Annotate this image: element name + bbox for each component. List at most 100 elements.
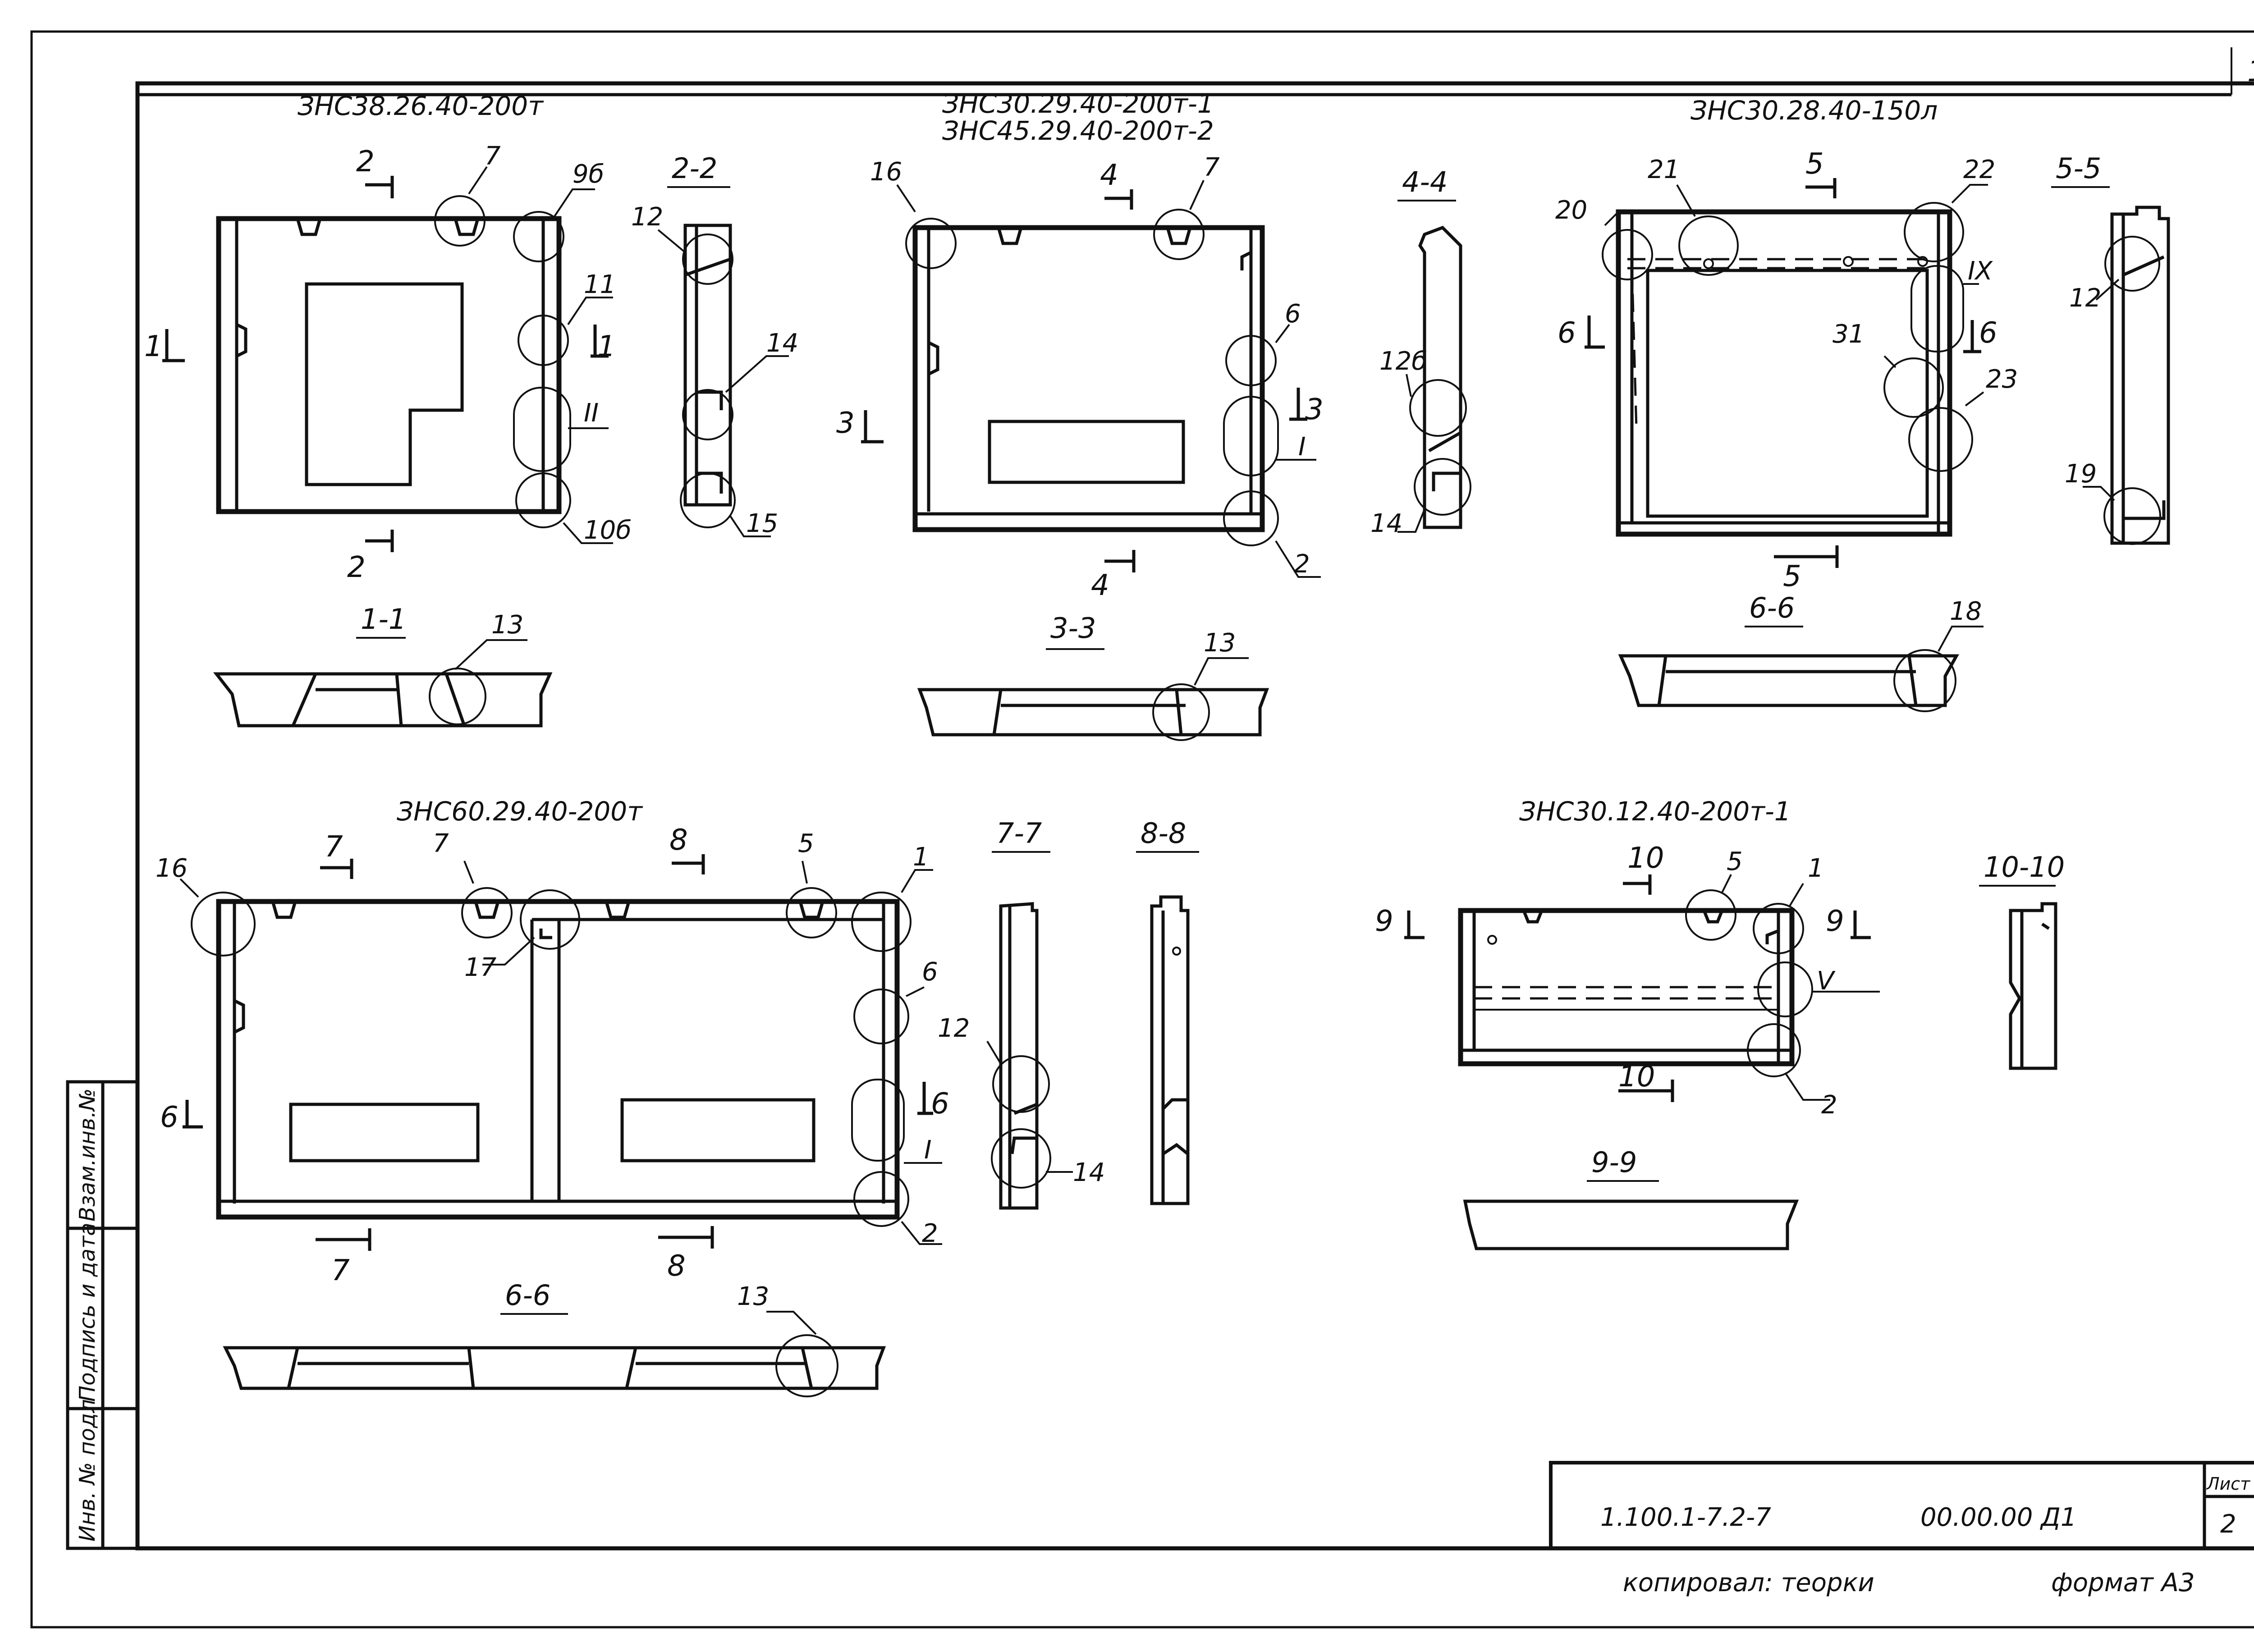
panel-2-title-2: ЗНС45.29.40-200т-2 <box>942 115 1214 146</box>
cut-label: 3 <box>1305 393 1324 426</box>
cut-label: 8 <box>669 824 688 857</box>
section-label: 5-5 <box>2056 152 2101 185</box>
callout-label: 15 <box>746 509 778 538</box>
callout-label: 6 <box>1285 299 1301 329</box>
callout-label: 23 <box>1986 365 2018 394</box>
code: 00.00.00 Д1 <box>1920 1503 2077 1532</box>
callout-label: 2 <box>1821 1090 1837 1120</box>
panel-2-outline <box>912 225 1265 532</box>
panel-4: ЗНС60.29.40-200т 16 7 17 5 <box>156 796 949 1287</box>
callout-label: 1 <box>1808 854 1824 883</box>
callout-label: 10б <box>584 516 632 545</box>
cut-label: 4 <box>1091 569 1109 602</box>
section-label: 6-6 <box>1749 591 1795 624</box>
callout-circle <box>518 315 569 366</box>
callout-circle <box>513 211 564 262</box>
callout-label: 16 <box>870 157 902 187</box>
cut-label: 1 <box>144 330 163 363</box>
callout-circle <box>434 195 486 247</box>
callout-label: IX <box>1968 256 1993 286</box>
panel-3-title: ЗНС30.28.40-150л <box>1690 95 1938 126</box>
cut-label: 10 <box>1627 842 1664 875</box>
callout-label: 16 <box>156 854 188 883</box>
section-4-4: 4-4 12б 14 <box>1370 165 1471 538</box>
stamp-signature-date: Подпись и дата <box>75 1222 100 1402</box>
list-number: 2 <box>2220 1510 2236 1539</box>
page-number: 12 <box>2247 55 2254 88</box>
section-label: 8-8 <box>1141 817 1186 850</box>
panel-5-title: ЗНС30.12.40-200т-1 <box>1519 796 1791 827</box>
cut-label: 5 <box>1783 560 1801 593</box>
callout-label: 9б <box>573 160 604 189</box>
callout-label: 5 <box>1727 847 1743 876</box>
panel-3: ЗНС30.28.40-150л 20 21 22 IX 31 23 5 5 <box>1555 95 2018 593</box>
cut-label: 6 <box>160 1101 179 1134</box>
callout-label: 14 <box>1073 1158 1105 1187</box>
section-label: 1-1 <box>361 603 406 636</box>
title-block: 1.100.1-7.2-7 00.00.00 Д1 Лист 2 <box>1549 1461 2254 1550</box>
section-label: 2-2 <box>672 152 717 185</box>
callout-label: 1 <box>913 842 929 872</box>
callout-label: 13 <box>737 1282 769 1311</box>
panel-4-opening-left <box>289 1103 480 1162</box>
section-10-10: 10-10 <box>1979 851 2065 1070</box>
stamp-replaced-inv: Взам.инв.№ <box>75 1089 100 1222</box>
panel-5-outline <box>1458 908 1795 1066</box>
callout-label: 19 <box>2065 459 2097 489</box>
callout-label: 22 <box>1963 155 1995 184</box>
callout-label: 14 <box>1370 509 1402 538</box>
section-1-1: 1-1 13 <box>213 603 553 728</box>
section-7-7: 7-7 12 14 <box>938 817 1105 1210</box>
callout-label: 18 <box>1950 597 1982 626</box>
side-stamp: Инв. № подл Подпись и дата Взам.инв.№ <box>66 1080 139 1550</box>
callout-label: 13 <box>1204 628 1236 658</box>
cut-label: 6 <box>1558 316 1576 350</box>
callout-label: I <box>1298 432 1306 462</box>
cut-label: 6 <box>931 1087 949 1121</box>
panel-4-title: ЗНС60.29.40-200т <box>397 796 643 827</box>
callout-label: 21 <box>1648 155 1680 184</box>
callout-oval <box>513 387 571 472</box>
cut-label: 6 <box>1979 316 1997 350</box>
list-label: Лист <box>2206 1474 2251 1494</box>
panel-2-title-1: ЗНС30.29.40-200т-1 <box>942 88 1214 119</box>
cut-label: 9 <box>1826 905 1844 938</box>
cut-label: 4 <box>1100 159 1118 192</box>
cut-label: 2 <box>356 145 375 178</box>
section-label: 7-7 <box>996 817 1042 850</box>
section-3-3: 3-3 13 <box>917 612 1269 741</box>
callout-circle <box>515 472 571 528</box>
cut-label: 9 <box>1375 905 1393 938</box>
callout-label: 12б <box>1379 347 1427 376</box>
callout-label: 7 <box>1204 153 1220 182</box>
format-label: формат А3 <box>2051 1568 2195 1597</box>
cut-label: 5 <box>1805 147 1824 181</box>
copied-by: копировал: теорки <box>1623 1568 1874 1597</box>
section-6-6-bottom: 6-6 13 <box>223 1279 886 1397</box>
callout-label: 5 <box>798 829 814 858</box>
panel-2-opening <box>988 420 1185 484</box>
callout-label: 13 <box>491 610 523 640</box>
callout-label: 14 <box>766 329 798 358</box>
callout-label: 7 <box>433 829 449 858</box>
outer-frame <box>30 30 2254 1629</box>
section-label: 4-4 <box>1402 165 1448 198</box>
callout-label: 2 <box>1294 549 1310 579</box>
callout-label: 12 <box>631 202 663 232</box>
section-6-6-top: 6-6 18 <box>1618 591 1984 712</box>
panel-4-opening-right <box>620 1098 815 1162</box>
cut-label: 2 <box>347 551 366 584</box>
callout-label: 2 <box>922 1219 938 1248</box>
section-label: 6-6 <box>505 1279 550 1312</box>
panel-1-outline <box>216 216 562 514</box>
panel-1-title: ЗНС38.26.40-200т <box>298 91 544 121</box>
section-9-9: 9-9 <box>1463 1146 1799 1250</box>
cut-label: 3 <box>836 407 855 440</box>
designation: 1.100.1-7.2-7 <box>1600 1503 1771 1532</box>
callout-label: 12 <box>938 1014 970 1043</box>
callout-label: I <box>924 1135 932 1165</box>
callout-label: II <box>584 398 599 428</box>
callout-label: 6 <box>922 957 938 987</box>
section-2-2: 2-2 12 14 15 <box>631 152 798 538</box>
